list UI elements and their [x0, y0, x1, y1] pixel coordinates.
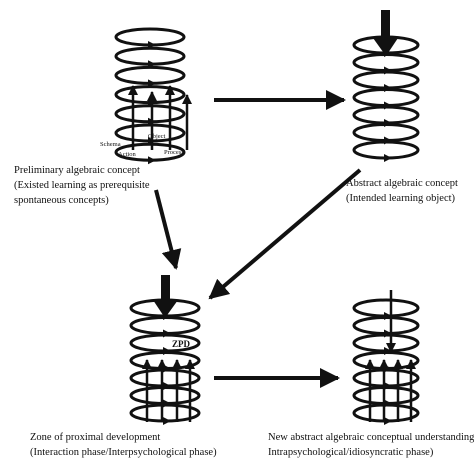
spiral-new-understanding — [352, 290, 420, 425]
caption-line: (Intended learning object) — [346, 193, 456, 204]
input-arrow-shaft — [161, 275, 170, 303]
schema-label: Schema — [100, 141, 121, 148]
spiral-coils — [114, 27, 186, 165]
spiral-zpd: ZPD — [129, 275, 201, 425]
caption-new-understanding: New abstract algebraic conceptual unders… — [268, 432, 474, 458]
zpd-label: ZPD — [172, 339, 191, 349]
coil-direction-arrowhead — [384, 154, 392, 162]
caption-line: Intrapsychological/idiosyncratic phase) — [268, 447, 434, 458]
caption-line: spontaneous concepts) — [14, 195, 109, 206]
object-label: Object — [148, 133, 166, 140]
input-arrow-head — [373, 38, 398, 56]
caption-line: Preliminary algebraic concept — [14, 165, 140, 176]
coil-direction-arrowhead — [163, 417, 171, 425]
input-arrow-shaft — [381, 10, 390, 40]
action-label: Action — [118, 151, 136, 158]
input-arrow-head — [153, 300, 178, 318]
caption-abstract-concept: Abstract algebraic concept (Intended lea… — [346, 178, 458, 204]
spiral-preliminary-concept: Schema Object Action Process — [100, 27, 192, 165]
process-label: Process — [164, 149, 184, 156]
caption-zpd: Zone of proximal development (Interactio… — [30, 432, 217, 458]
arrow-top-right-to-zpd — [208, 168, 362, 300]
spiral-abstract-concept — [352, 10, 420, 162]
coil-direction-arrowhead — [384, 417, 392, 425]
spiral-coils — [352, 298, 420, 425]
arrow-top-left-to-zpd — [154, 189, 182, 270]
caption-line: (Interaction phase/Interpsychological ph… — [30, 447, 217, 458]
caption-line: (Existed learning as prerequisite — [14, 180, 150, 191]
caption-line: Zone of proximal development — [30, 432, 160, 443]
coil-direction-arrowhead — [148, 156, 156, 165]
caption-preliminary-concept: Preliminary algebraic concept (Existed l… — [14, 165, 150, 206]
caption-line: Abstract algebraic concept — [346, 178, 458, 189]
caption-line: New abstract algebraic conceptual unders… — [268, 432, 474, 443]
